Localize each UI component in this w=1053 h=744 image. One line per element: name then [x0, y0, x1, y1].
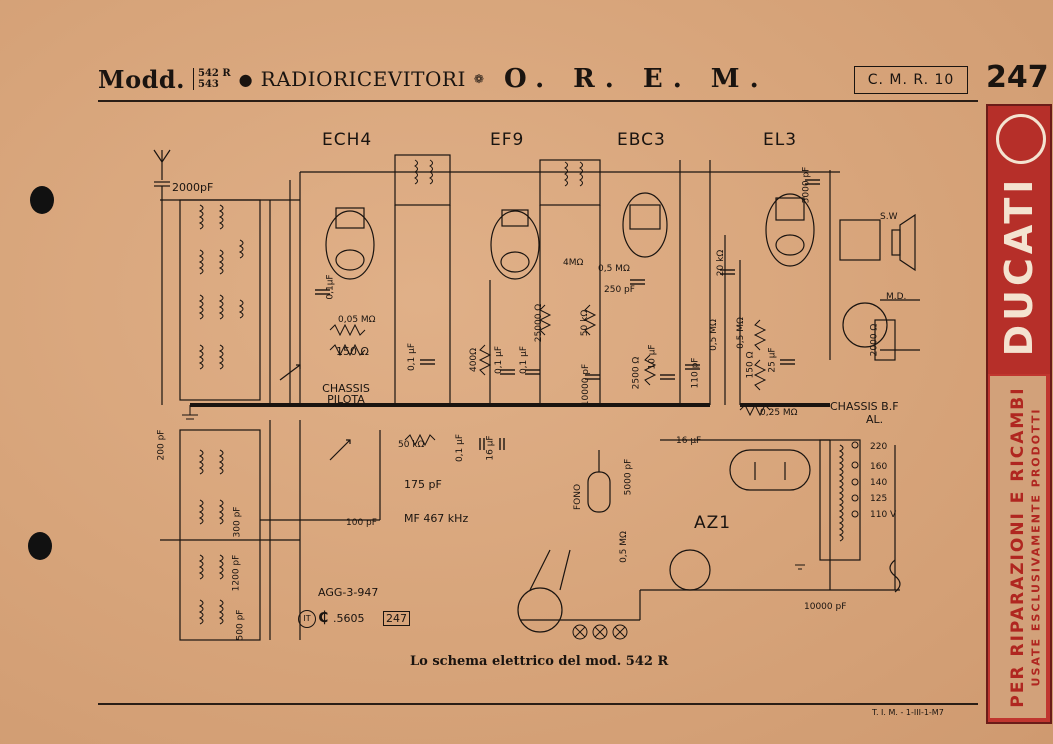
tube-label-az1: AZ1 [694, 513, 732, 533]
ducati-brand-text: DUCATI [997, 175, 1041, 357]
label-trim-175: 175 pF [404, 478, 442, 491]
label-c-01uf-b: 0,1 µF [407, 342, 418, 372]
notice-line-2: USATE ESCLUSIVAMENTE PRODOTTI [1029, 407, 1043, 687]
label-c-1200pf: 1200 pF [231, 554, 242, 592]
label-c-200pf: 200 pF [156, 429, 167, 461]
modd-label: Modd. [98, 64, 185, 94]
label-volt-220: 220 [870, 442, 888, 452]
label-r-20k: 20 kΩ [716, 249, 727, 277]
label-volt-160: 160 [870, 462, 888, 472]
label-r-05m: 0,5 MΩ [598, 264, 630, 274]
label-agg: AGG-3-947 [318, 586, 379, 599]
label-mf-freq: MF 467 kHz [404, 512, 469, 525]
label-volt-140: 140 [870, 478, 888, 488]
label-r-05m-b: 0,5 MΩ [618, 531, 629, 563]
label-md: M.D. [886, 292, 907, 302]
label-cert-box: 247 [383, 611, 410, 626]
model-list: 542 R 543 [193, 68, 231, 90]
ducati-banner: DUCATI PER RIPARAZIONI E RICAMBI USATE E… [986, 104, 1052, 724]
label-c-10000pf: 10000 pF [581, 363, 592, 407]
label-c-100pf: 100 pF [346, 518, 377, 528]
label-r-2500: 2500 Ω [631, 356, 642, 390]
label-c-01uf-e: 0,1 µF [455, 433, 466, 463]
footer-rule [98, 703, 978, 705]
cert-mark-icon: ₵ [318, 608, 329, 626]
label-r-150-el: 150 Ω [745, 351, 756, 379]
model-1: 542 R [198, 68, 231, 79]
label-c-16uf-b: 16 µF [676, 436, 702, 446]
label-c-01uf-c: 0,1 µF [494, 345, 505, 375]
label-volt-110: 110 V [870, 510, 897, 520]
page-number: 247 [986, 60, 1049, 95]
label-fono: FONO [573, 483, 584, 511]
footer-print-code: T. I. M. - 1-III-1-M7 [872, 708, 944, 717]
tube-label-ef9: EF9 [490, 130, 525, 150]
label-r-50k: 50 kΩ [580, 309, 591, 337]
label-c-01uf-a: 0,1µF [325, 274, 336, 300]
label-c-5000pf-b: 5000 pF [623, 458, 634, 496]
label-c-250pf: 250 pF [604, 285, 635, 295]
binder-hole-bottom [28, 532, 52, 560]
label-r-025m: 0,25 MΩ [760, 408, 798, 418]
label-c-16uf-a: 16 µF [485, 435, 496, 461]
label-c-01uf-d: 0,1 µF [519, 345, 530, 375]
notice-line-1: PER RIPARAZIONI E RICAMBI [1008, 386, 1028, 708]
label-r-4m: 4MΩ [563, 258, 584, 268]
label-volt-125: 125 [870, 494, 888, 504]
tube-label-ebc3: EBC3 [617, 130, 666, 150]
page-header: Modd. 542 R 543 ● RADIORICEVITORI ❁ O. R… [98, 62, 978, 96]
label-c-10000pf-b: 10000 pF [804, 602, 847, 612]
model-2: 543 [198, 79, 219, 90]
label-r-25000: 25000 Ω [534, 303, 545, 343]
reference-box: C. M. R. 10 [854, 66, 968, 94]
label-r-005m: 0,05 MΩ [338, 315, 376, 325]
label-c-5000pf-a: 5000 pF [801, 166, 812, 204]
header-rule [98, 100, 978, 102]
label-r-400: 400Ω [469, 347, 480, 373]
label-chassis-pilota: CHASSIS PILOTA [322, 382, 370, 406]
label-antenna-cap: 2000pF [172, 181, 214, 194]
label-c-10uf: 10 µF [647, 344, 658, 370]
label-r-150: 150 Ω [336, 345, 369, 358]
ducati-brand-panel: DUCATI [988, 106, 1050, 374]
circuit-schematic [153, 149, 920, 641]
maker-name: O. R. E. M. [503, 64, 769, 94]
label-sw: S.W [880, 212, 898, 222]
binder-hole-top [30, 186, 54, 214]
label-c-25uf: 25 µF [767, 347, 778, 373]
seal-icon: IT [298, 610, 316, 628]
label-cert-number: .5605 [333, 612, 365, 625]
tube-label-el3: EL3 [763, 130, 798, 150]
bullet-icon: ● [238, 69, 253, 89]
label-chassis-bf: CHASSIS B.F [830, 400, 899, 413]
label-r-05m-grid: 0,5 MΩ [735, 317, 746, 349]
ducati-notice-panel: PER RIPARAZIONI E RICAMBI USATE ESCLUSIV… [990, 376, 1046, 718]
label-r-50k-b: 50 kΩ [398, 440, 425, 450]
ornament-icon: ❁ [473, 72, 484, 86]
subject-title: RADIORICEVITORI [260, 67, 466, 91]
label-c-300pf: 300 pF [232, 506, 243, 538]
label-r-05m-pot: 0,5 MΩ [708, 319, 719, 351]
ducati-logo-icon [996, 114, 1046, 164]
schematic-caption: Lo schema elettrico del mod. 542 R [410, 654, 669, 669]
label-chassis-al: AL. [866, 413, 884, 426]
label-r-2000: 2000 Ω [869, 323, 880, 357]
label-c-110pf: 110 pF [690, 357, 701, 389]
label-c-500pf: 500 pF [235, 609, 246, 641]
tube-label-ech4: ECH4 [322, 130, 373, 150]
